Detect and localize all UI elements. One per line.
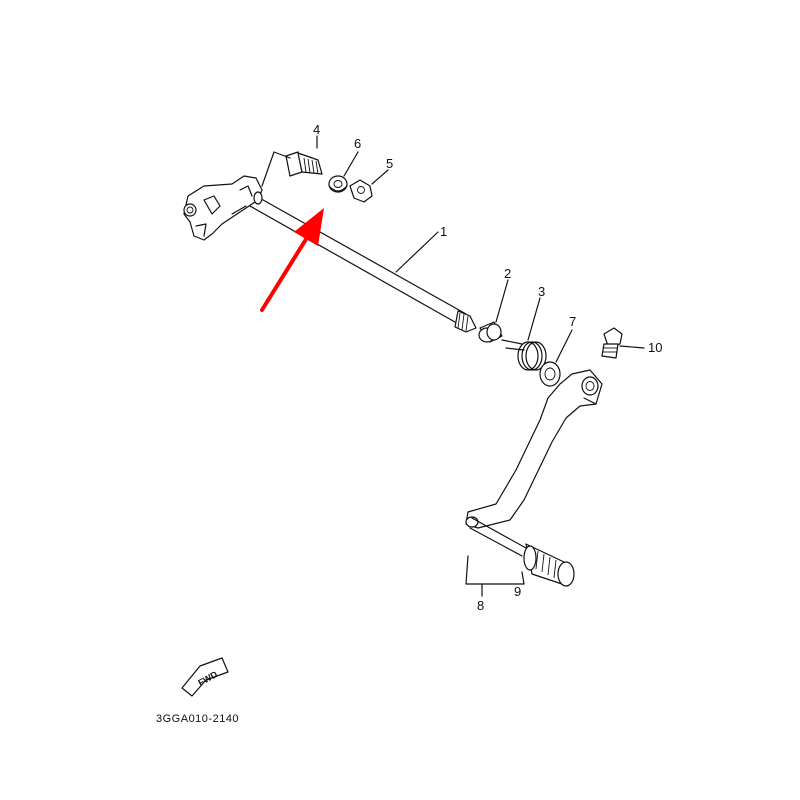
pedal-rubber-part-9	[523, 543, 575, 587]
leader-line-5	[371, 169, 389, 185]
callout-6: 6	[354, 136, 361, 151]
leader-line-7	[555, 329, 573, 363]
collar-part-2	[478, 321, 503, 343]
pedal-pin-part-8	[469, 517, 527, 557]
shift-pedal-part	[465, 369, 603, 529]
nut-part-5	[349, 179, 373, 203]
callout-4: 4	[313, 122, 320, 137]
leader-line-10	[619, 345, 645, 349]
callout-3: 3	[538, 284, 545, 299]
drawing-code: 3GGA010-2140	[156, 713, 239, 725]
callout-1: 1	[440, 224, 447, 239]
callout-9: 9	[514, 584, 521, 599]
leader-line-2	[495, 279, 509, 323]
install-guide-line	[261, 151, 291, 187]
leader-line-1	[395, 231, 439, 273]
fwd-direction-icon: FWD	[181, 657, 229, 697]
callout-8: 8	[477, 598, 484, 613]
shift-shaft-part	[249, 191, 477, 333]
callout-2: 2	[504, 266, 511, 281]
bolt-part-10	[601, 327, 623, 359]
callout-7: 7	[569, 314, 576, 329]
shift-arm-part	[183, 175, 263, 241]
bolt-part-4	[285, 151, 323, 177]
group-bracket-8-9	[465, 555, 525, 597]
leader-line-6	[343, 151, 359, 177]
highlight-arrow	[260, 208, 324, 312]
washer-part-6	[328, 175, 348, 193]
washer-part-7	[539, 361, 561, 387]
callout-5: 5	[386, 156, 393, 171]
torsion-spring-part-3	[501, 339, 547, 371]
callout-10: 10	[648, 340, 662, 355]
leader-line-3	[527, 297, 541, 341]
